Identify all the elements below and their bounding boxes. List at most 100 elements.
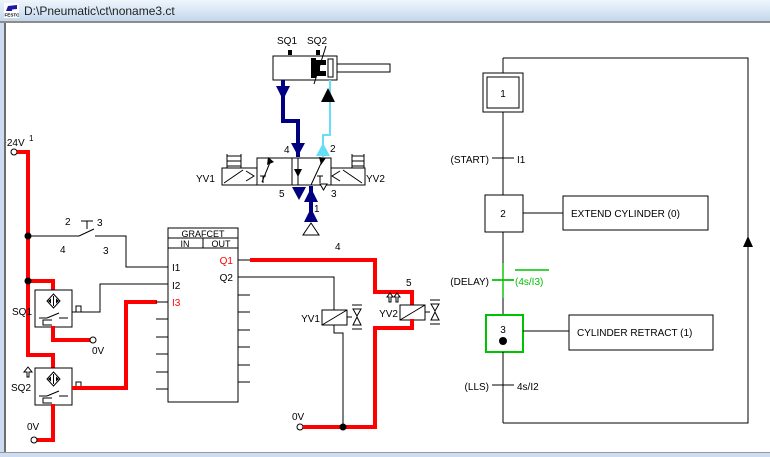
port-label: 2 xyxy=(330,144,336,155)
block-title: GRAFCET xyxy=(181,229,225,239)
sfc-step-2 xyxy=(484,194,524,233)
cylinder-sensor-label: SQ1 xyxy=(277,36,297,47)
sq2-position-mark xyxy=(316,50,320,55)
festo-logo-icon: FESTO xyxy=(4,3,19,18)
loop-arrow-up xyxy=(743,236,753,247)
valve-5-2[interactable]: 4 2 xyxy=(196,144,385,236)
q1-wire: 4 xyxy=(250,242,414,306)
terminal-circle xyxy=(296,423,304,431)
sfc-step-3-active xyxy=(485,314,524,353)
title-bar[interactable]: FESTO D:\Pneumatic\ct\noname3.ct xyxy=(0,0,770,21)
flow-arrow-down xyxy=(276,86,290,100)
exhaust-icon xyxy=(319,183,328,191)
supply-label: +24V xyxy=(1,138,25,149)
actuated-arrow-icon xyxy=(386,292,394,303)
sensor-label: SQ2 xyxy=(11,383,31,394)
sensor-sq2[interactable]: SQ2 0V xyxy=(11,300,157,444)
sq2-ground-wire xyxy=(37,404,55,442)
terminal-circle xyxy=(89,336,97,344)
roller-icon xyxy=(42,319,52,326)
junction-dot xyxy=(24,277,32,285)
valve-link-icon xyxy=(352,304,362,330)
col-out: OUT xyxy=(212,239,232,249)
transition-condition: I1 xyxy=(517,155,526,166)
grafcet-block[interactable]: GRAFCET IN OUT I1 I2 I3 Q1 Q2 xyxy=(156,227,250,403)
sq2-actuated-slash xyxy=(313,45,327,85)
override-ladder-icon xyxy=(226,154,242,168)
actuated-arrow-icon xyxy=(22,366,34,378)
contact-blade xyxy=(46,390,60,397)
piston-rod xyxy=(336,63,391,73)
contact-blade xyxy=(46,312,60,319)
contact-number: 3 xyxy=(103,246,109,257)
flow-arrow-up xyxy=(321,88,335,102)
step-number: 2 xyxy=(500,209,506,220)
valve-solenoid-label: YV1 xyxy=(196,174,215,185)
supply-flow-arrow xyxy=(304,208,318,222)
transition-comment: (START) xyxy=(450,155,489,166)
transition-condition-negated: (4s/I3) xyxy=(515,277,543,288)
window-bottom-frame xyxy=(0,452,770,457)
flow-arrow-up xyxy=(316,143,330,156)
ground-label: 0V xyxy=(292,412,305,423)
input-label-i2: I2 xyxy=(172,281,181,292)
titlebar-separator xyxy=(0,21,770,23)
cylinder-sensor-label: SQ2 xyxy=(307,36,327,47)
piston-magnet xyxy=(316,60,326,76)
port-label: 1 xyxy=(314,204,320,215)
air-source-icon xyxy=(302,222,320,236)
solenoid-box-right xyxy=(330,167,366,186)
terminal-circle xyxy=(30,436,38,444)
input-label-i3: I3 xyxy=(172,298,181,309)
ground-label: 0V xyxy=(27,422,40,433)
solenoid-box-left xyxy=(221,167,258,186)
active-step-token xyxy=(499,337,507,345)
node-number: 5 xyxy=(406,278,412,289)
input-pins xyxy=(156,266,168,390)
col-in: IN xyxy=(181,239,190,249)
transition-comment: (LLS) xyxy=(465,382,489,393)
sfc-chart[interactable]: 1 (START) I1 2 EXTEND CYLINDER (0) (DELA… xyxy=(450,57,753,424)
output-label-q2: Q2 xyxy=(220,273,234,284)
sfc-loop-line xyxy=(503,57,749,424)
q2-wire xyxy=(250,276,335,310)
yv1-ground-wire xyxy=(333,325,344,427)
output-pins xyxy=(238,259,250,383)
terminal-circle xyxy=(10,148,18,156)
tube-cap-side xyxy=(276,80,305,157)
sfc-action-box-1 xyxy=(562,195,709,231)
contact-number: 3 xyxy=(97,218,103,229)
pulse-icon xyxy=(74,305,84,313)
yv2-ground-wire xyxy=(373,319,414,427)
sq1-output-wire xyxy=(72,283,156,313)
coil-yv1[interactable]: YV1 xyxy=(301,304,362,427)
port-label: 5 xyxy=(279,189,285,200)
cylinder-body xyxy=(272,55,338,81)
valve-link-icon xyxy=(430,299,440,325)
tube-rod-side xyxy=(316,80,335,157)
festo-logo-text: FESTO xyxy=(5,13,20,18)
coil-label: YV1 xyxy=(301,314,320,325)
supply-flow-arrow xyxy=(304,188,318,202)
cylinder[interactable]: SQ1 SQ2 xyxy=(272,36,391,85)
step-number: 3 xyxy=(500,325,506,336)
schematic-canvas[interactable]: +24V 1 2 3 4 3 xyxy=(0,23,770,452)
contact-number: 2 xyxy=(65,217,71,228)
sq1-position-mark xyxy=(288,50,292,55)
port-label: 3 xyxy=(331,189,337,200)
junction-dot xyxy=(339,423,347,431)
coil-yv2[interactable]: YV2 5 xyxy=(373,278,440,427)
input-label-i1: I1 xyxy=(172,263,181,274)
supply-rail-wire xyxy=(24,150,55,369)
window-title: D:\Pneumatic\ct\noname3.ct xyxy=(24,3,175,18)
start-pushbutton[interactable]: 2 3 4 3 xyxy=(28,217,156,268)
supply-node-number: 1 xyxy=(29,134,34,143)
ground-terminal-mid[interactable]: 0V xyxy=(292,412,377,431)
sensor-sq1[interactable]: SQ1 0V xyxy=(12,283,156,357)
piston xyxy=(311,58,316,78)
transition-comment: (DELAY) xyxy=(450,277,489,288)
step-number: 1 xyxy=(500,89,506,100)
supply-terminal-24v[interactable]: +24V 1 xyxy=(1,134,34,156)
port-label: 4 xyxy=(284,145,290,156)
